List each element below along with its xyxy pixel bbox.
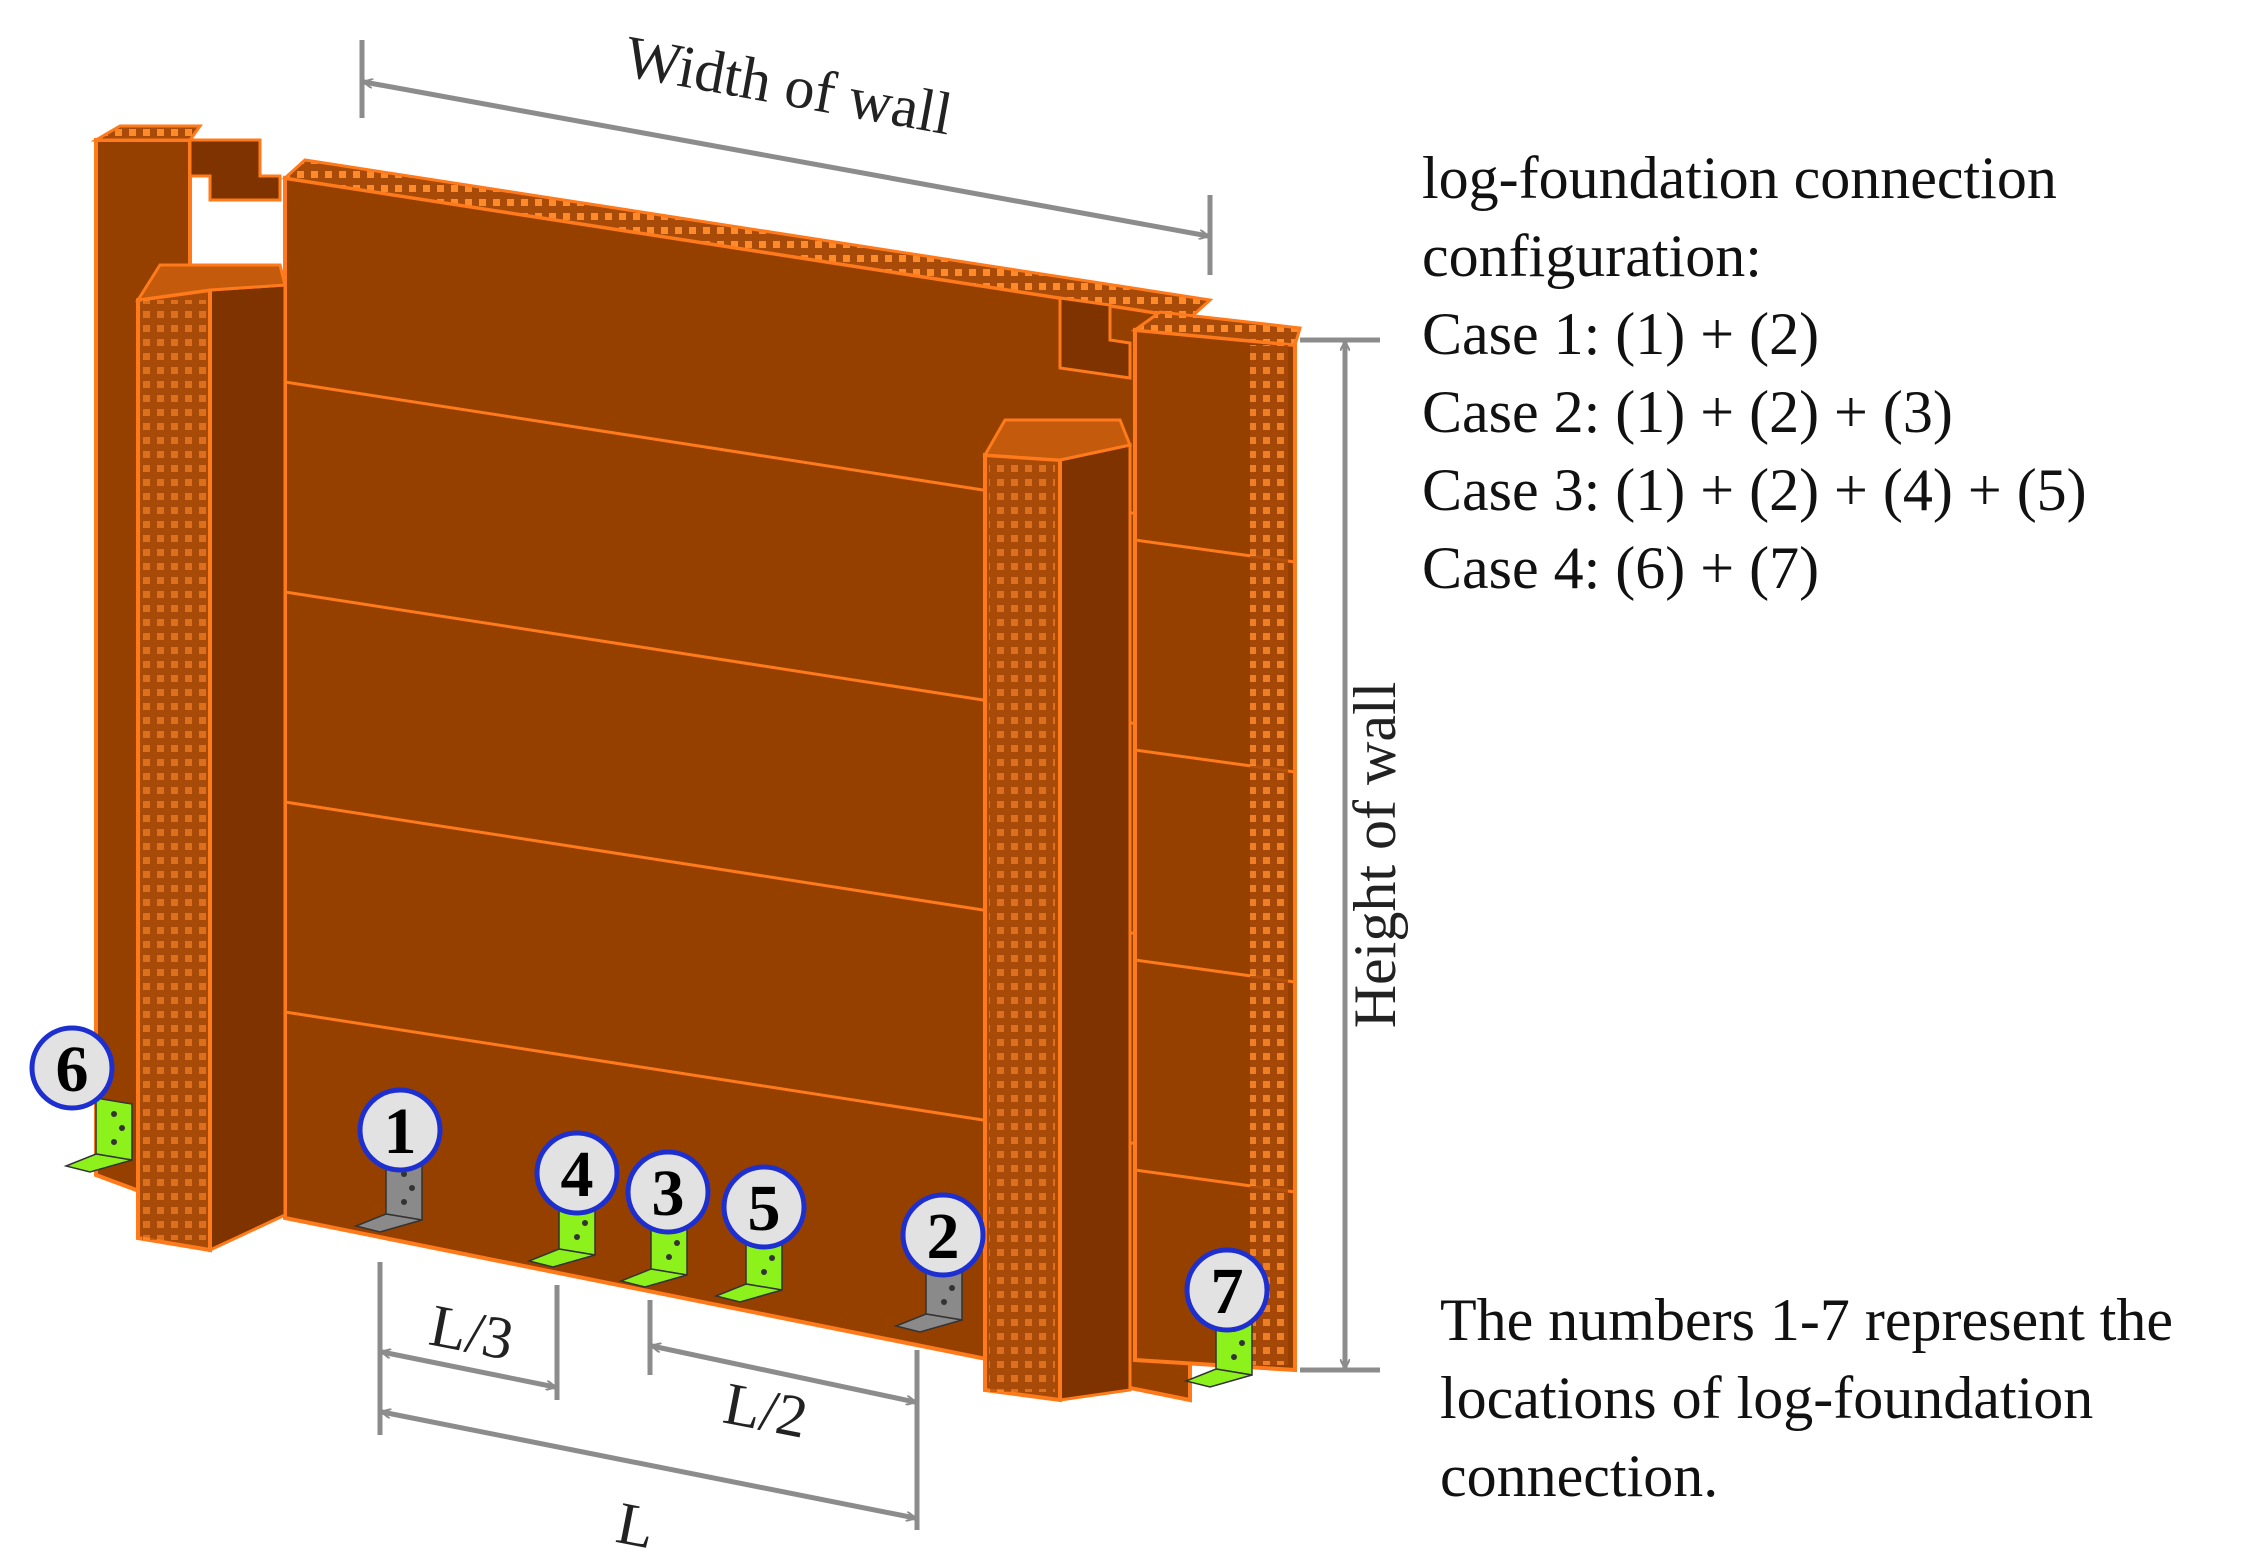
- right-column-side: [1058, 443, 1132, 1402]
- l2-dimension-line: [652, 1346, 915, 1402]
- height-of-wall-label: Height of wall: [1342, 682, 1408, 1029]
- bracket-hole: [666, 1254, 672, 1260]
- bracket-hole: [1239, 1340, 1245, 1346]
- marker-number: 4: [561, 1138, 594, 1211]
- legend-case-2: Case 2: (1) + (2) + (3): [1422, 379, 1953, 445]
- note-line2: locations of log-foundation: [1440, 1365, 2093, 1431]
- marker-number: 2: [927, 1200, 960, 1273]
- marker-circle: [1184, 1247, 1270, 1333]
- location-marker-7: 7: [1184, 1247, 1270, 1333]
- l-dimension-line: [382, 1412, 915, 1518]
- marker-circle: [721, 1164, 807, 1250]
- bracket-hole: [1231, 1354, 1237, 1360]
- bracket-hole: [949, 1285, 955, 1291]
- angle-bracket-1: [353, 1157, 423, 1233]
- right-column-holes: [989, 462, 1055, 1392]
- width-of-wall-label: Width of wall: [620, 23, 957, 147]
- bracket-hole: [674, 1240, 680, 1246]
- angle-bracket-6: [63, 1097, 133, 1173]
- legend-case-3: Case 3: (1) + (2) + (4) + (5): [1422, 457, 2087, 523]
- left-notch: [188, 138, 282, 202]
- marker-number: 6: [56, 1033, 89, 1106]
- bracket-hole: [761, 1269, 767, 1275]
- marker-circle: [357, 1087, 443, 1173]
- marker-number: 5: [748, 1172, 781, 1245]
- width-dimension-line: [364, 82, 1208, 236]
- location-marker-2: 2: [900, 1192, 986, 1278]
- bracket-hole: [409, 1185, 415, 1191]
- dimension-lines: [359, 40, 1380, 1530]
- location-marker-1: 1: [357, 1087, 443, 1173]
- bracket-hole: [401, 1171, 407, 1177]
- marker-circle: [900, 1192, 986, 1278]
- marker-number: 3: [652, 1157, 685, 1230]
- l-label: L: [612, 1489, 661, 1561]
- bracket-hole: [769, 1255, 775, 1261]
- right-column-top: [982, 418, 1133, 462]
- legend-title-line2: configuration:: [1422, 223, 1762, 289]
- bracket-hole: [111, 1139, 117, 1145]
- marker-number: 7: [1211, 1255, 1244, 1328]
- note-line1: The numbers 1-7 represent the: [1440, 1287, 2173, 1353]
- location-marker-5: 5: [721, 1164, 807, 1250]
- bracket-hole: [111, 1111, 117, 1117]
- legend: log-foundation connection configuration:…: [1422, 145, 2087, 601]
- right-end-post-holes: [1250, 345, 1288, 1365]
- bracket-hole: [941, 1299, 947, 1305]
- bracket-hole: [574, 1234, 580, 1240]
- marker-layer: 1 2 34 5 6 7: [29, 1025, 1270, 1333]
- marker-circle: [625, 1149, 711, 1235]
- left-column-holes: [142, 300, 206, 1240]
- marker-circle: [534, 1130, 620, 1216]
- marker-circle: [29, 1025, 115, 1111]
- legend-case-4: Case 4: (6) + (7): [1422, 535, 1819, 601]
- location-marker-6: 6: [29, 1025, 115, 1111]
- note-line3: connection.: [1440, 1443, 1718, 1509]
- l3-label: L/3: [425, 1292, 519, 1373]
- l2-label: L/2: [719, 1370, 813, 1451]
- right-notch: [1058, 296, 1132, 380]
- left-column-top: [135, 263, 287, 302]
- legend-case-1: Case 1: (1) + (2): [1422, 301, 1819, 367]
- bracket-hole: [119, 1125, 125, 1131]
- left-end-post-top: [90, 124, 203, 142]
- marker-number: 1: [384, 1095, 417, 1168]
- legend-title-line1: log-foundation connection: [1422, 145, 2057, 211]
- l3-dimension-line: [382, 1352, 555, 1387]
- left-column-side: [208, 283, 287, 1253]
- bracket-hole: [582, 1220, 588, 1226]
- bracket-hole: [401, 1199, 407, 1205]
- location-marker-4: 4: [534, 1130, 620, 1216]
- location-marker-3: 3: [625, 1149, 711, 1235]
- right-end-post-top: [1130, 310, 1302, 347]
- note: The numbers 1-7 represent the locations …: [1440, 1287, 2173, 1509]
